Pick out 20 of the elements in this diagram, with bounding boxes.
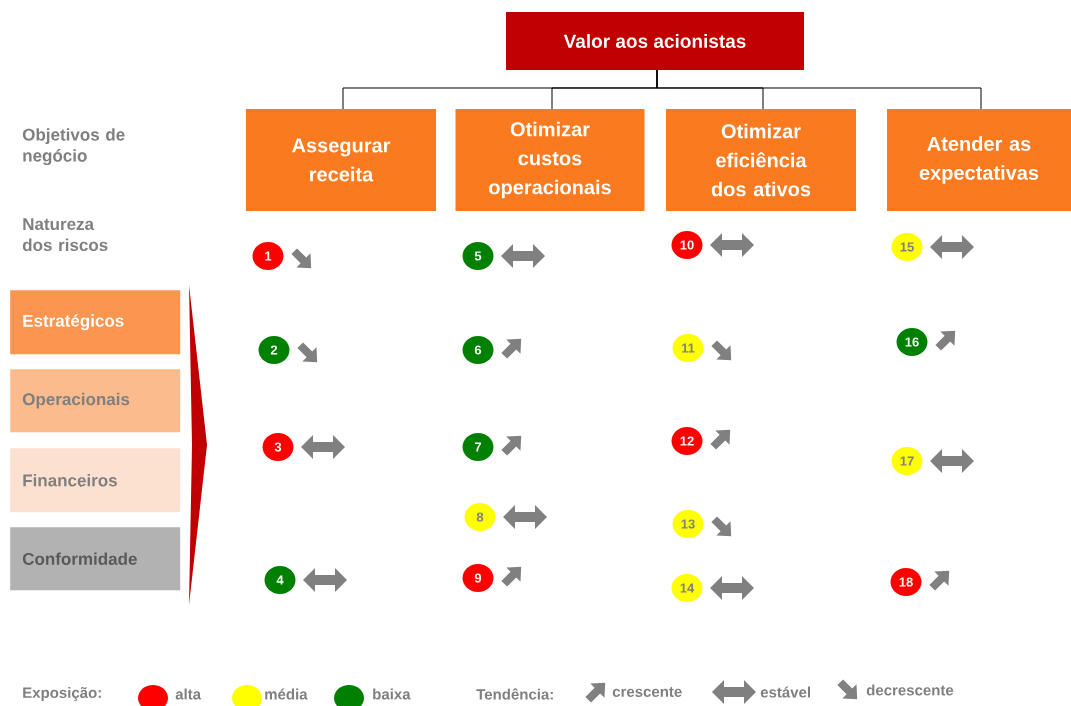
legend-label: decrescente: [866, 684, 954, 696]
objective-box: Otimizar eficiência dos ativos: [666, 109, 856, 211]
legend-label: estável: [760, 686, 810, 698]
objective-box: Atender as expectativas: [887, 109, 1071, 211]
legend-label: baixa: [373, 688, 411, 700]
category-box: Financeiros: [10, 448, 181, 513]
title-box: Valor aos acionistas: [506, 12, 804, 70]
legend-label: alta: [175, 688, 202, 700]
objective-box: Otimizar custos operacionais: [455, 109, 645, 211]
connector-line: [656, 69, 982, 110]
category-box: Operacionais: [10, 369, 181, 433]
category-box: Estratégicos: [10, 290, 181, 355]
section-label: Natureza dos riscos: [22, 218, 108, 252]
legend-heading: Tendência:: [476, 688, 553, 700]
legend-heading: Exposição:: [23, 687, 101, 701]
legend-label: média: [265, 688, 308, 700]
section-label: Objetivos de negócio: [22, 128, 125, 166]
objective-box: Assegurar receita: [246, 109, 436, 211]
category-box: Conformidade: [10, 527, 181, 591]
legend-label: crescente: [612, 687, 682, 697]
